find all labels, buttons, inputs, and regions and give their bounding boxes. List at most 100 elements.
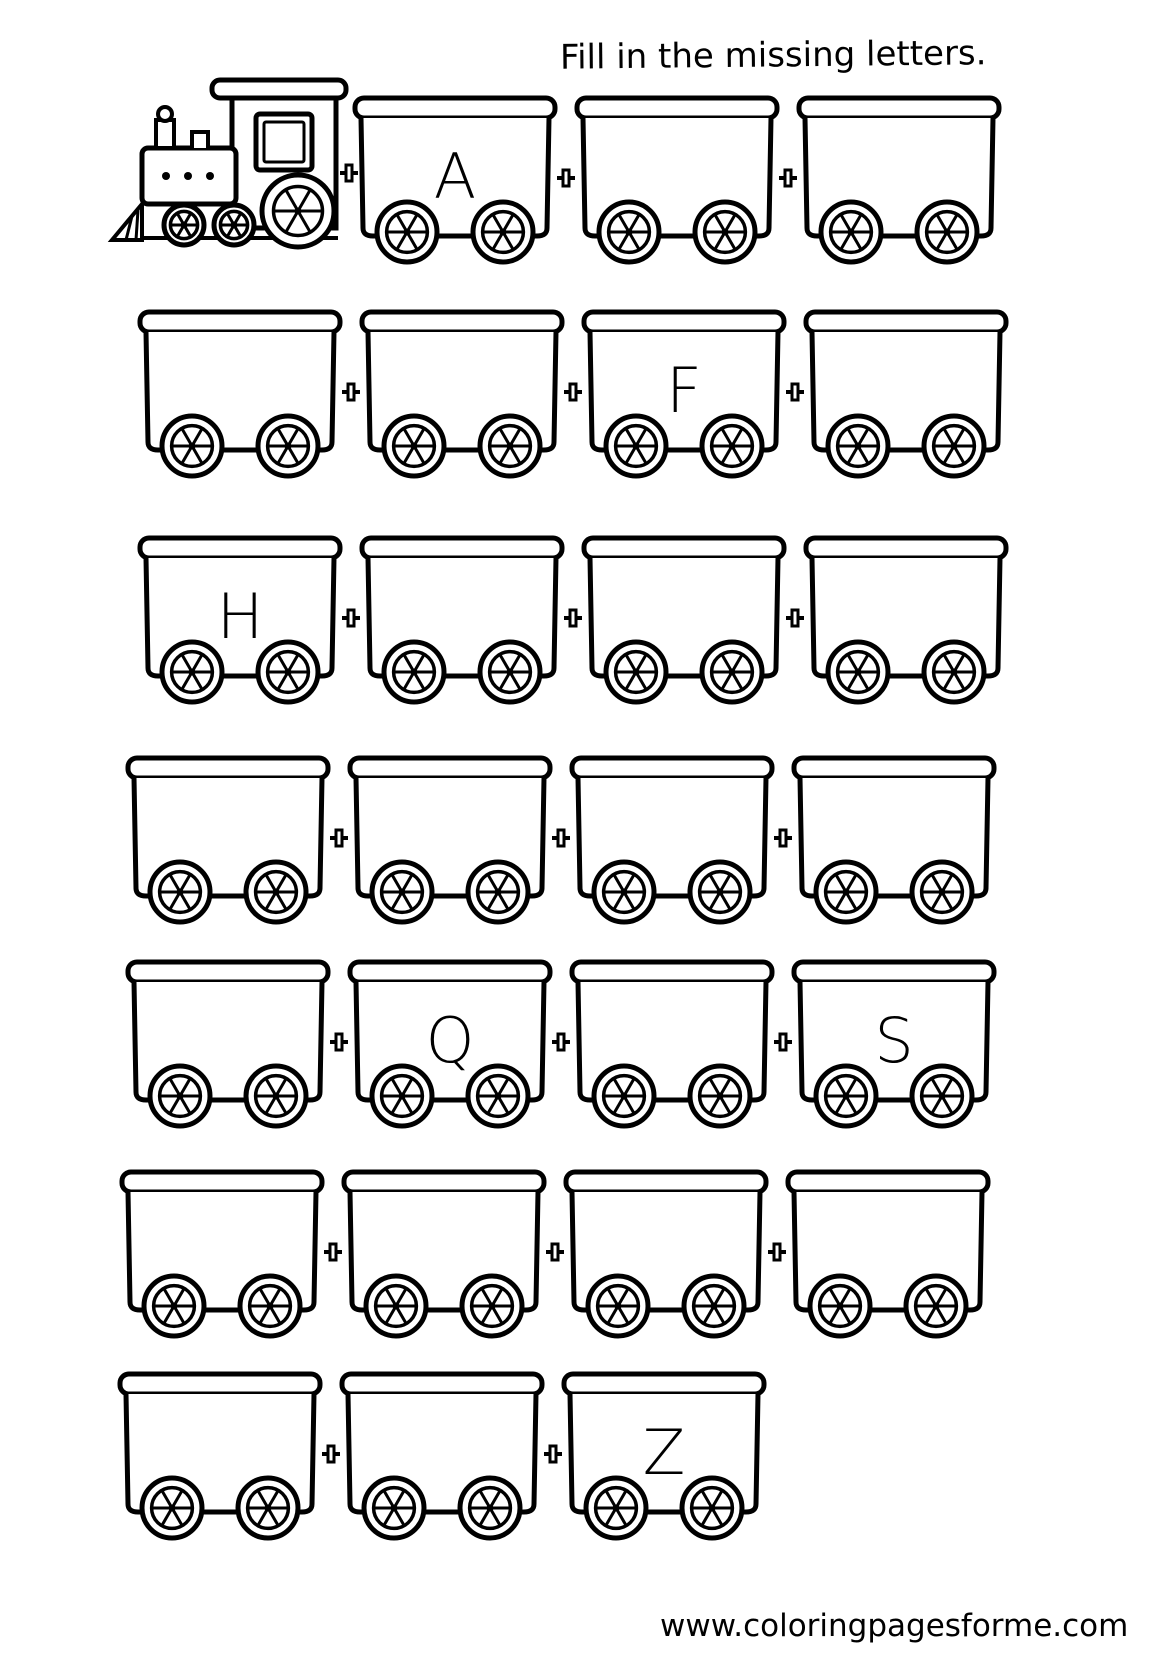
car-coupler xyxy=(786,608,804,628)
wheel xyxy=(825,639,891,705)
car-rim xyxy=(359,309,565,335)
wheel xyxy=(699,639,765,705)
locomotive xyxy=(107,77,349,250)
train-car xyxy=(119,1169,325,1339)
car-letter: Q xyxy=(426,1004,475,1077)
website-credit: www.coloringpagesforme.com xyxy=(660,1608,1129,1644)
car-coupler xyxy=(330,1032,348,1052)
car-coupler xyxy=(340,163,358,183)
wheel xyxy=(459,1273,525,1339)
car-rim xyxy=(785,1169,991,1195)
wheel xyxy=(235,1475,301,1541)
car-coupler xyxy=(552,1032,570,1052)
wheel xyxy=(147,1063,213,1129)
wheel xyxy=(603,413,669,479)
car-coupler xyxy=(768,1242,786,1262)
car-rim xyxy=(137,309,343,335)
car-rim xyxy=(791,959,997,985)
car-coupler xyxy=(324,1242,342,1262)
wheel xyxy=(465,859,531,925)
car-letter: F xyxy=(666,354,702,427)
car-rim xyxy=(125,959,331,985)
wheel xyxy=(361,1475,427,1541)
wheel xyxy=(159,639,225,705)
car-rim xyxy=(137,535,343,561)
train-car xyxy=(796,95,1002,265)
train-car xyxy=(359,309,565,479)
train-car: Z xyxy=(561,1371,767,1541)
car-rim xyxy=(581,309,787,335)
car-coupler xyxy=(786,382,804,402)
smokestack xyxy=(154,118,176,150)
car-coupler xyxy=(552,828,570,848)
train-car xyxy=(574,95,780,265)
train-car xyxy=(347,755,553,925)
train-car xyxy=(569,755,775,925)
wheel xyxy=(692,199,758,265)
wheel xyxy=(381,639,447,705)
car-rim xyxy=(347,755,553,781)
car-rim xyxy=(561,1371,767,1397)
car-coupler xyxy=(544,1444,562,1464)
train-car xyxy=(125,755,331,925)
train-car xyxy=(359,535,565,705)
wheel xyxy=(914,199,980,265)
wheel xyxy=(813,859,879,925)
wheel xyxy=(255,413,321,479)
wheel xyxy=(681,1273,747,1339)
car-letter: S xyxy=(874,1004,913,1077)
wheel xyxy=(583,1475,649,1541)
wheel xyxy=(687,859,753,925)
wheel xyxy=(699,413,765,479)
wheel xyxy=(825,413,891,479)
train-car xyxy=(117,1371,323,1541)
car-coupler xyxy=(342,608,360,628)
car-coupler xyxy=(322,1444,340,1464)
wheel xyxy=(813,1063,879,1129)
wheel xyxy=(921,413,987,479)
wheel xyxy=(687,1063,753,1129)
car-rim xyxy=(359,535,565,561)
wheel xyxy=(903,1273,969,1339)
wheel xyxy=(211,202,257,248)
train-car xyxy=(791,755,997,925)
car-coupler xyxy=(564,608,582,628)
wheel xyxy=(477,413,543,479)
wheel xyxy=(470,199,536,265)
wheel xyxy=(363,1273,429,1339)
car-letter: H xyxy=(217,580,264,653)
car-coupler xyxy=(557,168,575,188)
wheel xyxy=(818,199,884,265)
train-car xyxy=(341,1169,547,1339)
wheel xyxy=(596,199,662,265)
train-car: F xyxy=(581,309,787,479)
wheel xyxy=(591,859,657,925)
car-rim xyxy=(347,959,553,985)
car-coupler xyxy=(546,1242,564,1262)
steam-dome xyxy=(190,130,210,148)
wheel xyxy=(921,639,987,705)
car-rim xyxy=(563,1169,769,1195)
wheel xyxy=(255,639,321,705)
wheel xyxy=(603,639,669,705)
wheel xyxy=(374,199,440,265)
train-car xyxy=(803,309,1009,479)
car-rim xyxy=(352,95,558,121)
train-car xyxy=(581,535,787,705)
wheel xyxy=(381,413,447,479)
train-car xyxy=(569,959,775,1129)
wheel xyxy=(591,1063,657,1129)
car-rim xyxy=(117,1371,323,1397)
car-letter: A xyxy=(434,140,476,213)
wheel xyxy=(369,859,435,925)
wheel xyxy=(147,859,213,925)
wheel xyxy=(243,859,309,925)
car-rim xyxy=(119,1169,325,1195)
train-car xyxy=(339,1371,545,1541)
cab-roof xyxy=(209,77,349,101)
cab-window xyxy=(253,111,315,173)
car-rim xyxy=(796,95,1002,121)
wheel xyxy=(909,1063,975,1129)
